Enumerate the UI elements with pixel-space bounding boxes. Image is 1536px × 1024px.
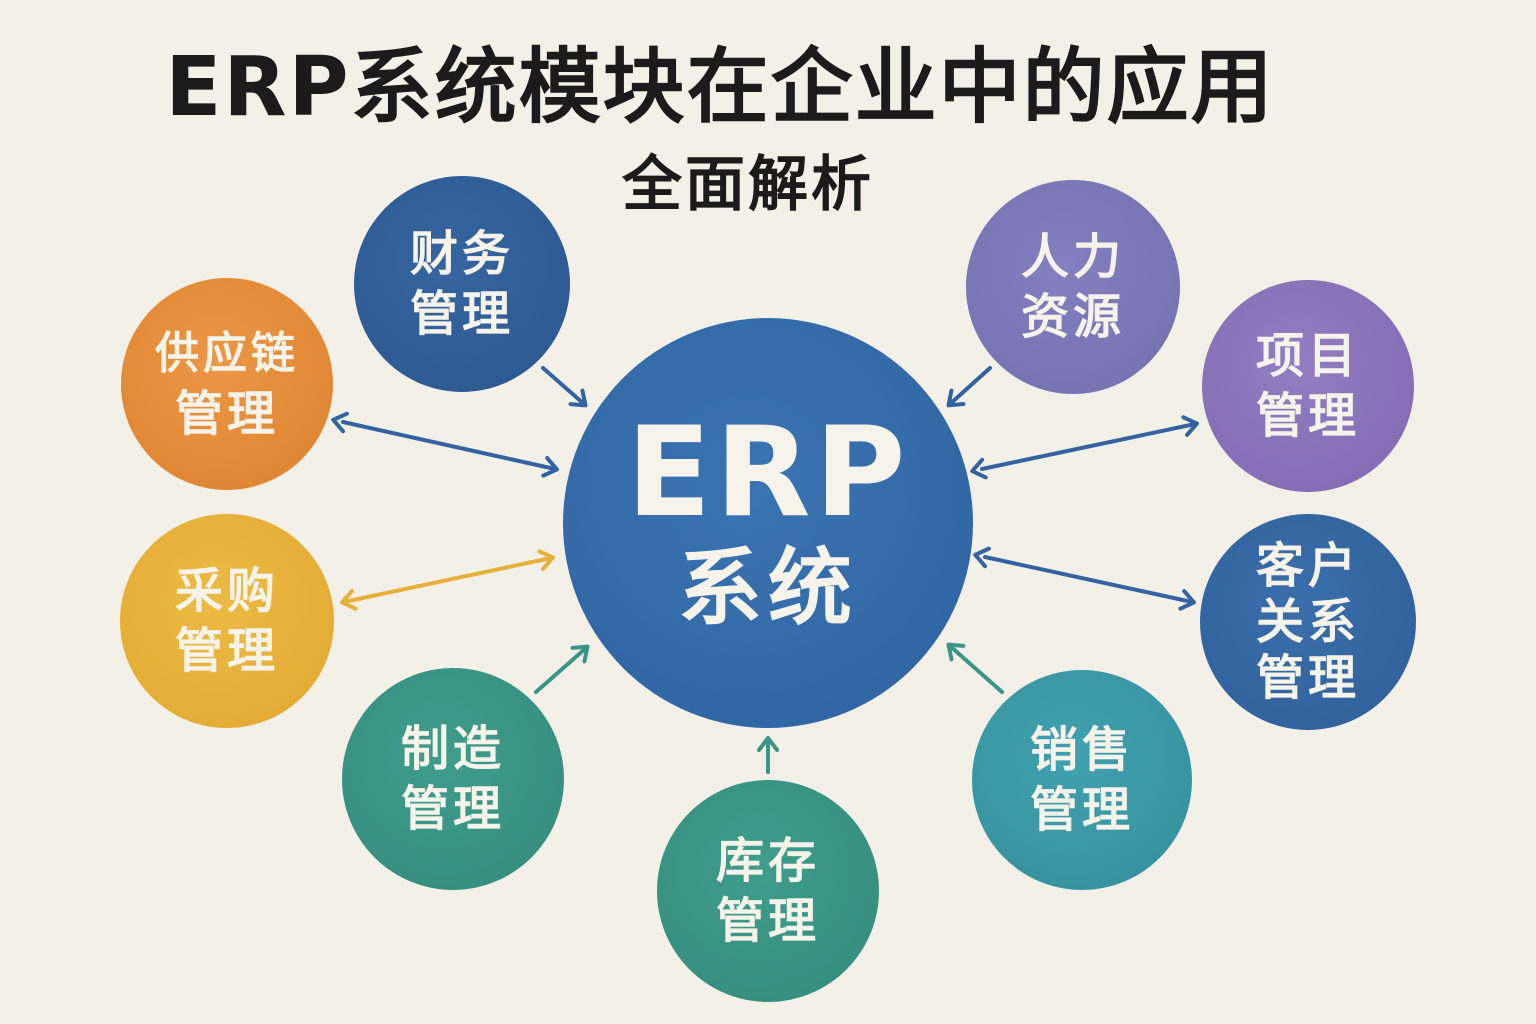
module-purchasing-label-2: 管理 (174, 623, 279, 679)
module-crm-label-2: 关系 (1255, 594, 1360, 650)
arrow-sales (946, 642, 1004, 694)
erp-system-center-node: ERP 系统 (563, 318, 973, 728)
module-inventory-label-2: 管理 (715, 893, 820, 949)
module-crm-node: 客户 关系 管理 (1200, 514, 1416, 730)
diagram-subtitle: 全面解析 (622, 150, 874, 220)
module-project-label-1: 项目 (1255, 328, 1360, 384)
module-finance-node: 财务 管理 (354, 176, 570, 392)
module-project-label-2: 管理 (1255, 388, 1360, 444)
module-purchasing-label-1: 采购 (174, 563, 279, 619)
module-supply-chain-node: 供应链 管理 (121, 278, 333, 490)
arrow-purchasing (340, 549, 555, 611)
module-sales-label-2: 管理 (1029, 782, 1134, 838)
module-sales-node: 销售 管理 (972, 670, 1192, 890)
module-crm-label-1: 客户 (1255, 538, 1360, 594)
module-inventory-node: 库存 管理 (657, 780, 879, 1002)
module-inventory-label-1: 库存 (715, 833, 820, 889)
module-finance-label-1: 财务 (409, 226, 514, 282)
module-manufacturing-label-1: 制造 (400, 721, 505, 777)
module-supply-chain-label-1: 供应链 (155, 328, 299, 379)
diagram-title: ERP系统模块在企业中的应用 (165, 40, 1275, 135)
arrow-hr (946, 366, 992, 408)
arrow-crm (973, 546, 1196, 611)
arrow-finance (541, 366, 588, 408)
module-manufacturing-node: 制造 管理 (342, 668, 564, 890)
module-crm-label-3: 管理 (1255, 650, 1360, 706)
module-hr-label-2: 资源 (1020, 289, 1125, 345)
arrow-manufacturing (534, 644, 590, 694)
module-hr-node: 人力 资源 (966, 180, 1180, 394)
center-label-system: 系统 (677, 539, 858, 637)
module-hr-label-1: 人力 (1020, 229, 1125, 285)
module-project-node: 项目 管理 (1202, 280, 1414, 492)
module-finance-label-2: 管理 (409, 286, 514, 342)
module-sales-label-1: 销售 (1029, 722, 1134, 778)
arrow-supply-chain (331, 411, 559, 478)
module-manufacturing-label-2: 管理 (400, 781, 505, 837)
module-purchasing-node: 采购 管理 (120, 514, 334, 728)
center-label-erp: ERP (626, 401, 910, 545)
arrow-project (970, 415, 1199, 480)
module-supply-chain-label-2: 管理 (174, 386, 279, 442)
